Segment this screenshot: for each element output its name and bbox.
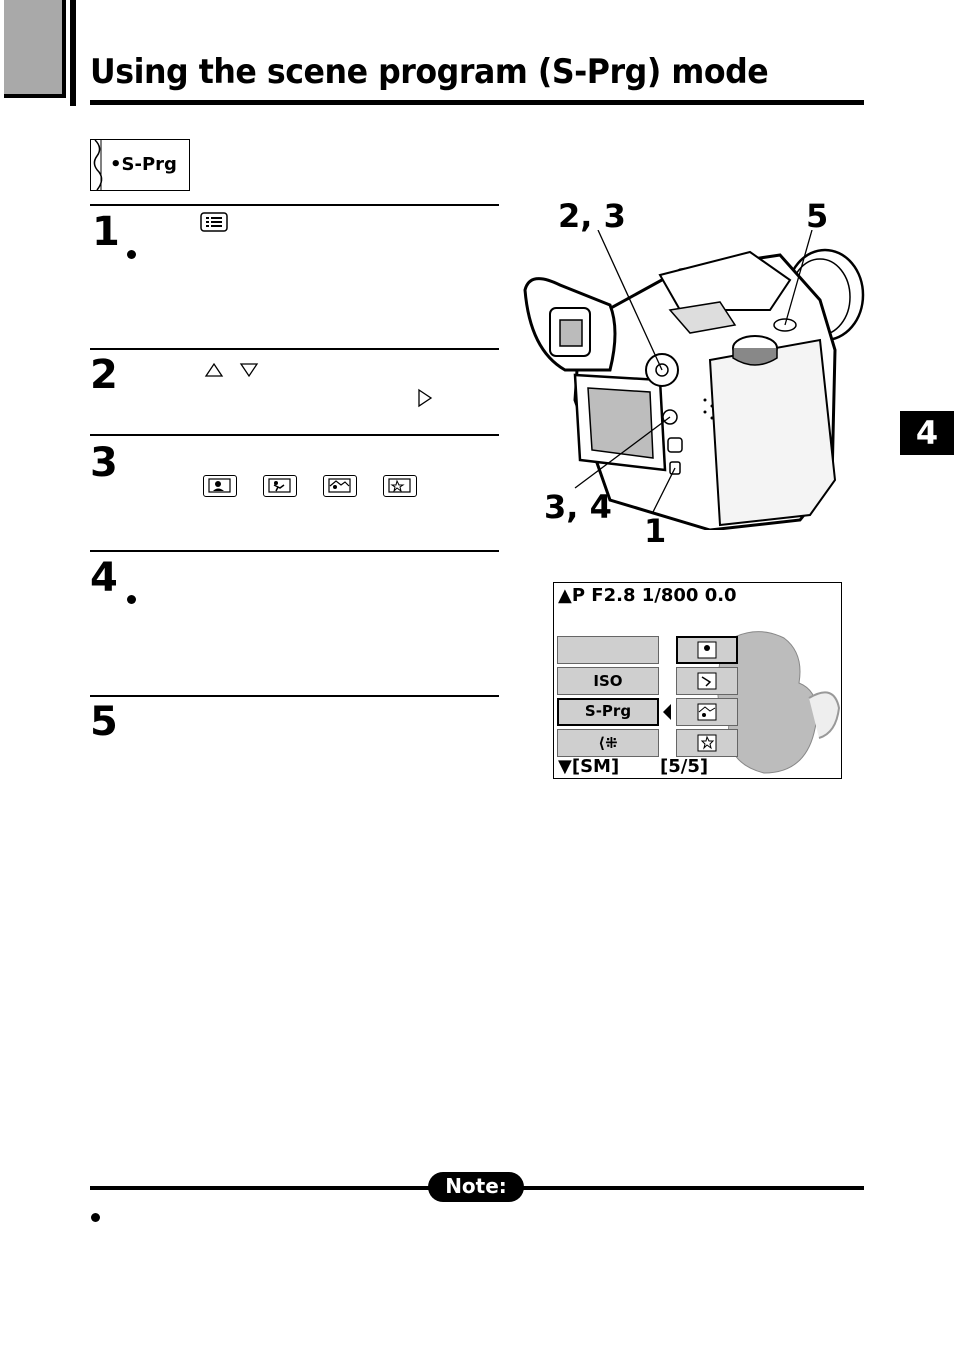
right-arrow-icon — [418, 388, 433, 408]
sports-scene-icon — [263, 475, 297, 497]
night-scene-icon — [383, 475, 417, 497]
menu-icon — [200, 212, 228, 232]
lcd-menu-item-iso: ISO — [557, 667, 659, 695]
down-arrow-icon — [239, 363, 259, 378]
lcd-scene-landscape-portrait-icon — [676, 698, 738, 726]
camera-illustration — [523, 230, 865, 530]
selection-arrow-icon — [663, 704, 671, 720]
note-label: Note: — [428, 1172, 524, 1202]
step-number: 2 — [90, 352, 118, 398]
lcd-page-readout: [5/5] — [660, 756, 709, 777]
dog-background-icon — [717, 631, 841, 774]
chapter-tab: 4 — [900, 411, 954, 455]
lcd-menu-item — [557, 636, 659, 664]
page-corner-bar — [70, 0, 76, 106]
page-corner-tab — [4, 0, 66, 98]
title-rule — [90, 100, 864, 105]
landscape-portrait-scene-icon — [323, 475, 357, 497]
portrait-scene-icon — [203, 475, 237, 497]
lcd-menu-item-back: ⟨⁜ — [557, 729, 659, 757]
step-number: 5 — [90, 699, 118, 745]
bullet — [127, 250, 136, 259]
step-number: 1 — [92, 209, 120, 255]
lcd-screen: ▲P F2.8 1/800 0.0 ISO S-Prg ⟨⁜ ▼[SM] [5/… — [553, 582, 842, 779]
callout-3-4: 3, 4 — [544, 488, 612, 526]
step-divider — [90, 348, 499, 350]
mode-dial-indicator — [90, 139, 190, 191]
callout-5: 5 — [806, 197, 829, 235]
step-divider — [90, 695, 499, 697]
note-bullet — [91, 1213, 100, 1222]
lcd-scene-sports-icon — [676, 667, 738, 695]
callout-2-3: 2, 3 — [558, 197, 626, 235]
lcd-scene-night-icon — [676, 729, 738, 757]
lcd-scene-portrait-icon — [676, 636, 738, 664]
callout-1: 1 — [644, 512, 667, 550]
lcd-quality-readout: ▼[SM] — [558, 756, 620, 777]
step-number: 4 — [90, 555, 118, 601]
up-arrow-icon — [204, 362, 224, 377]
page-title: Using the scene program (S-Prg) mode — [90, 52, 769, 92]
mode-dial-label: •S-Prg — [110, 154, 177, 175]
step-divider — [90, 434, 499, 436]
step-divider — [90, 550, 499, 552]
step-number: 3 — [90, 440, 118, 486]
lcd-menu-item-sprg: S-Prg — [557, 698, 659, 726]
step-divider — [90, 204, 499, 206]
dial-edge-icon — [93, 139, 103, 191]
lcd-status-row: ▲P F2.8 1/800 0.0 — [558, 585, 737, 606]
bullet — [127, 595, 136, 604]
